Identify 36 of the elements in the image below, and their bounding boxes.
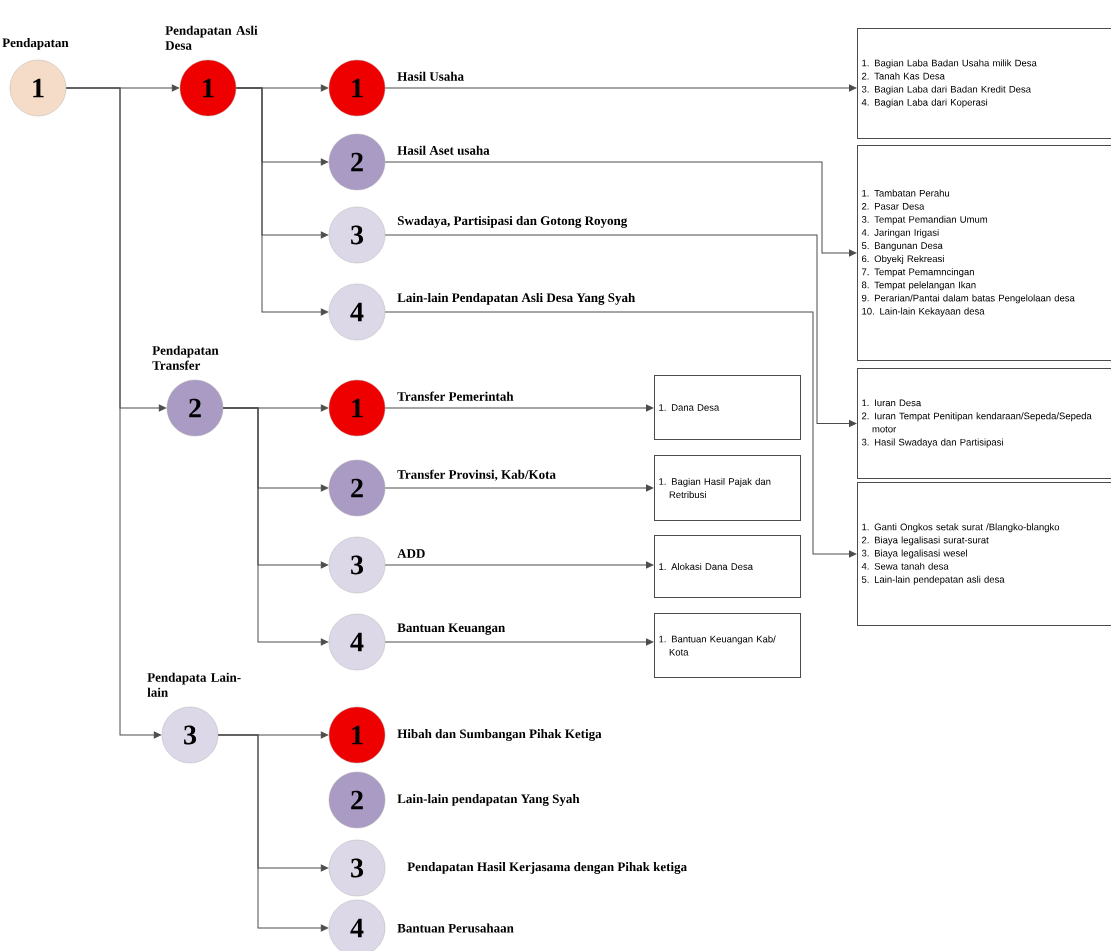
arrow [217,734,329,932]
list-box: 1. Alokasi Dana Desa [654,535,801,598]
list-box: 1. Bagian Laba Badan Usaha milik Desa 2. Tanah Kas Desa 3. Bagian Laba dari Badan Kredit Desa 4. Bagian Laba dari Koperasi [857,28,1111,139]
circle-label: Bantuan Perusahaan [397,923,514,933]
circle-label: Bantuan Keuangan [397,623,505,635]
circle-label: ADD [397,549,425,558]
list-box: 1. Ganti Ongkos setak surat /Blangko-blangko 2. Biaya legalisasi surat-surat 3. Biaya legalisasi wesel 4. Sewa tanah desa 5. Lain-lain pendepatan asli desa [857,482,1111,626]
arrow [65,87,162,739]
circle-label: Hibah dan Sumbangan Pihak Ketiga [397,729,602,741]
arrow [384,404,654,412]
circle-label: Lain-lain Pendapatan Asli Desa Yang Syah [397,292,636,305]
circle-label: Hasil Aset usaha [397,145,490,155]
arrow [384,484,654,492]
circle-label: Pendapatan Asli Desa [165,25,258,50]
list-box: 1. Iuran Desa 2. Iuran Tempat Penitipan kendaraan/Sepeda/Sepeda motor 3. Hasil Swadaya dan Partisipasi [857,368,1111,479]
circle-label: Lain-lain pendapatan Yang Syah [397,794,580,806]
circle-label: Transfer Pemerintah [397,391,514,401]
arrow [384,234,857,427]
list-box: 1. Tambatan Perahu 2. Pasar Desa 3. Tempat Pemandian Umum 4. Jaringan Irigasi 5. Bangunan Desa 6. Obyekj Rekreasi 7. Tempat Pemamncingan 8. Tempat pelelangan Ikan 9. Perarian/Pantai dalam batas Pengelolaan desa 10. Lain-lain Kekayaan desa [857,145,1111,361]
circle-label: Pendapatan Hasil Kerjasama dengan Pihak ketiga [407,862,687,874]
list-box: 1. Bantuan Keuangan Kab/ Kota [654,613,801,678]
circle-label: Swadaya, Partisipasi dan Gotong Royong [397,215,628,228]
circle-label: Pendapatan Transfer [152,345,219,370]
arrow [384,638,654,646]
list-box: 1. Dana Desa [654,375,801,440]
arrow [384,84,857,92]
circle-label: Pendapata Lain-lain [147,672,241,697]
circle-label: Transfer Provinsi, Kab/Kota [397,469,556,481]
arrow [384,561,654,569]
arrow [384,311,857,558]
circle-label: Pendapatan [2,38,69,50]
arrow [222,407,329,646]
arrow [384,161,857,257]
list-box: 1. Bagian Hasil Pajak dan Retribusi [654,455,801,521]
circle-label: Hasil Usaha [397,71,464,81]
arrow [235,87,329,316]
